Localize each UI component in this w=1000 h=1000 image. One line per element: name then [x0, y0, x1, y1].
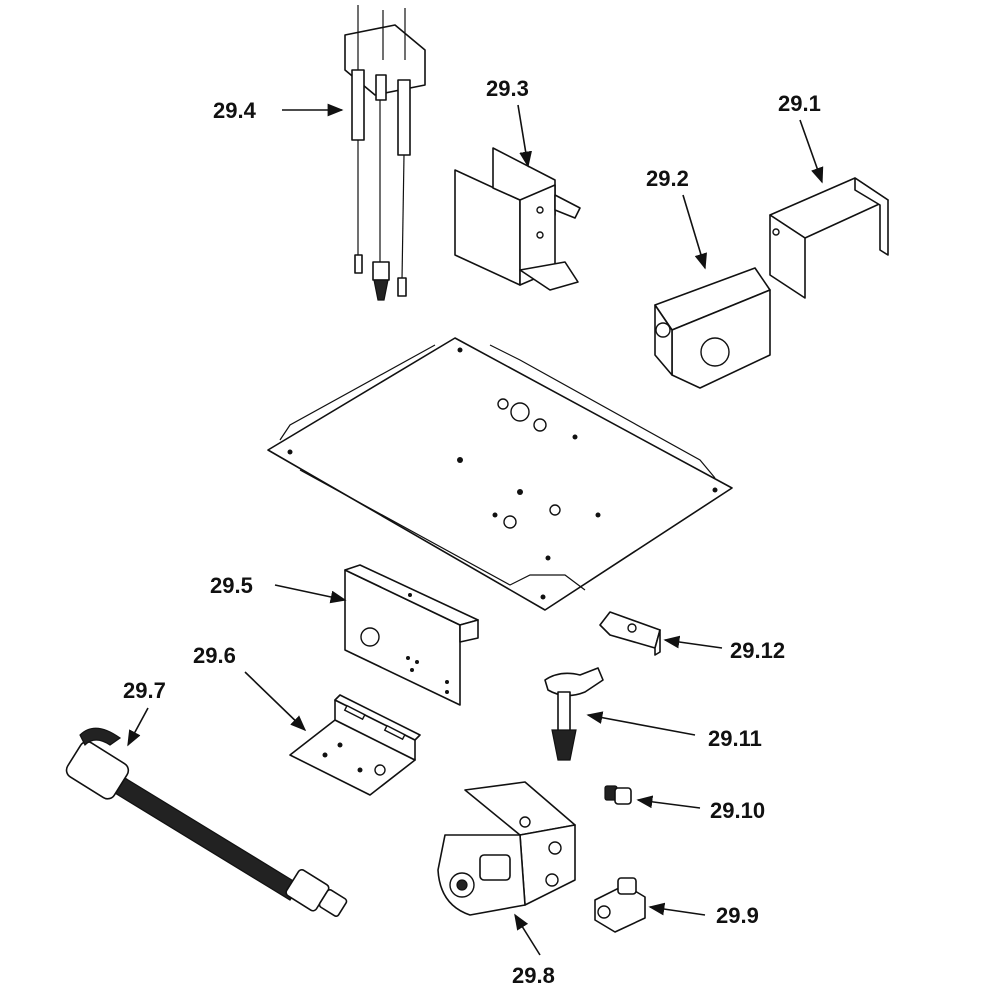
arrow-29-3 — [517, 104, 532, 168]
arrow-29-5 — [274, 584, 347, 604]
arrow-29-2 — [682, 194, 707, 270]
arrow-29-10 — [636, 795, 701, 809]
label-29-12: 29.12 — [730, 638, 785, 663]
label-29-1: 29.1 — [778, 91, 821, 116]
label-29-8: 29.8 — [512, 963, 555, 988]
base-plate — [267, 337, 733, 611]
part-29-8-gas-valve — [437, 781, 576, 916]
label-29-4: 29.4 — [213, 98, 257, 123]
part-29-9-elbow-fitting — [594, 877, 646, 933]
label-29-7: 29.7 — [123, 678, 166, 703]
arrow-29-1 — [799, 119, 824, 184]
part-29-12-bracket — [599, 611, 661, 656]
label-29-3: 29.3 — [486, 76, 529, 101]
part-29-7-flex-hose-valve — [65, 727, 348, 917]
part-29-5-plate — [344, 564, 479, 706]
label-29-9: 29.9 — [716, 903, 759, 928]
arrow-29-6 — [244, 671, 307, 732]
label-29-5: 29.5 — [210, 573, 253, 598]
part-29-11-pilot-burner — [544, 667, 604, 761]
part-29-4-pilot-assembly — [344, 5, 426, 301]
part-29-2-box — [654, 267, 771, 389]
leader-arrows — [127, 103, 824, 956]
part-29-10-fitting — [604, 785, 632, 805]
arrow-29-7 — [127, 707, 149, 747]
label-29-10: 29.10 — [710, 798, 765, 823]
arrow-29-12 — [663, 635, 723, 649]
label-29-2: 29.2 — [646, 166, 689, 191]
label-29-6: 29.6 — [193, 643, 236, 668]
part-29-1-cover — [769, 177, 889, 299]
arrow-29-9 — [648, 902, 706, 916]
part-29-6-bracket — [289, 694, 421, 796]
arrow-29-8 — [514, 913, 541, 956]
arrow-29-11 — [586, 711, 696, 736]
part-29-3-bracket — [454, 147, 581, 291]
label-29-11: 29.11 — [708, 726, 762, 751]
